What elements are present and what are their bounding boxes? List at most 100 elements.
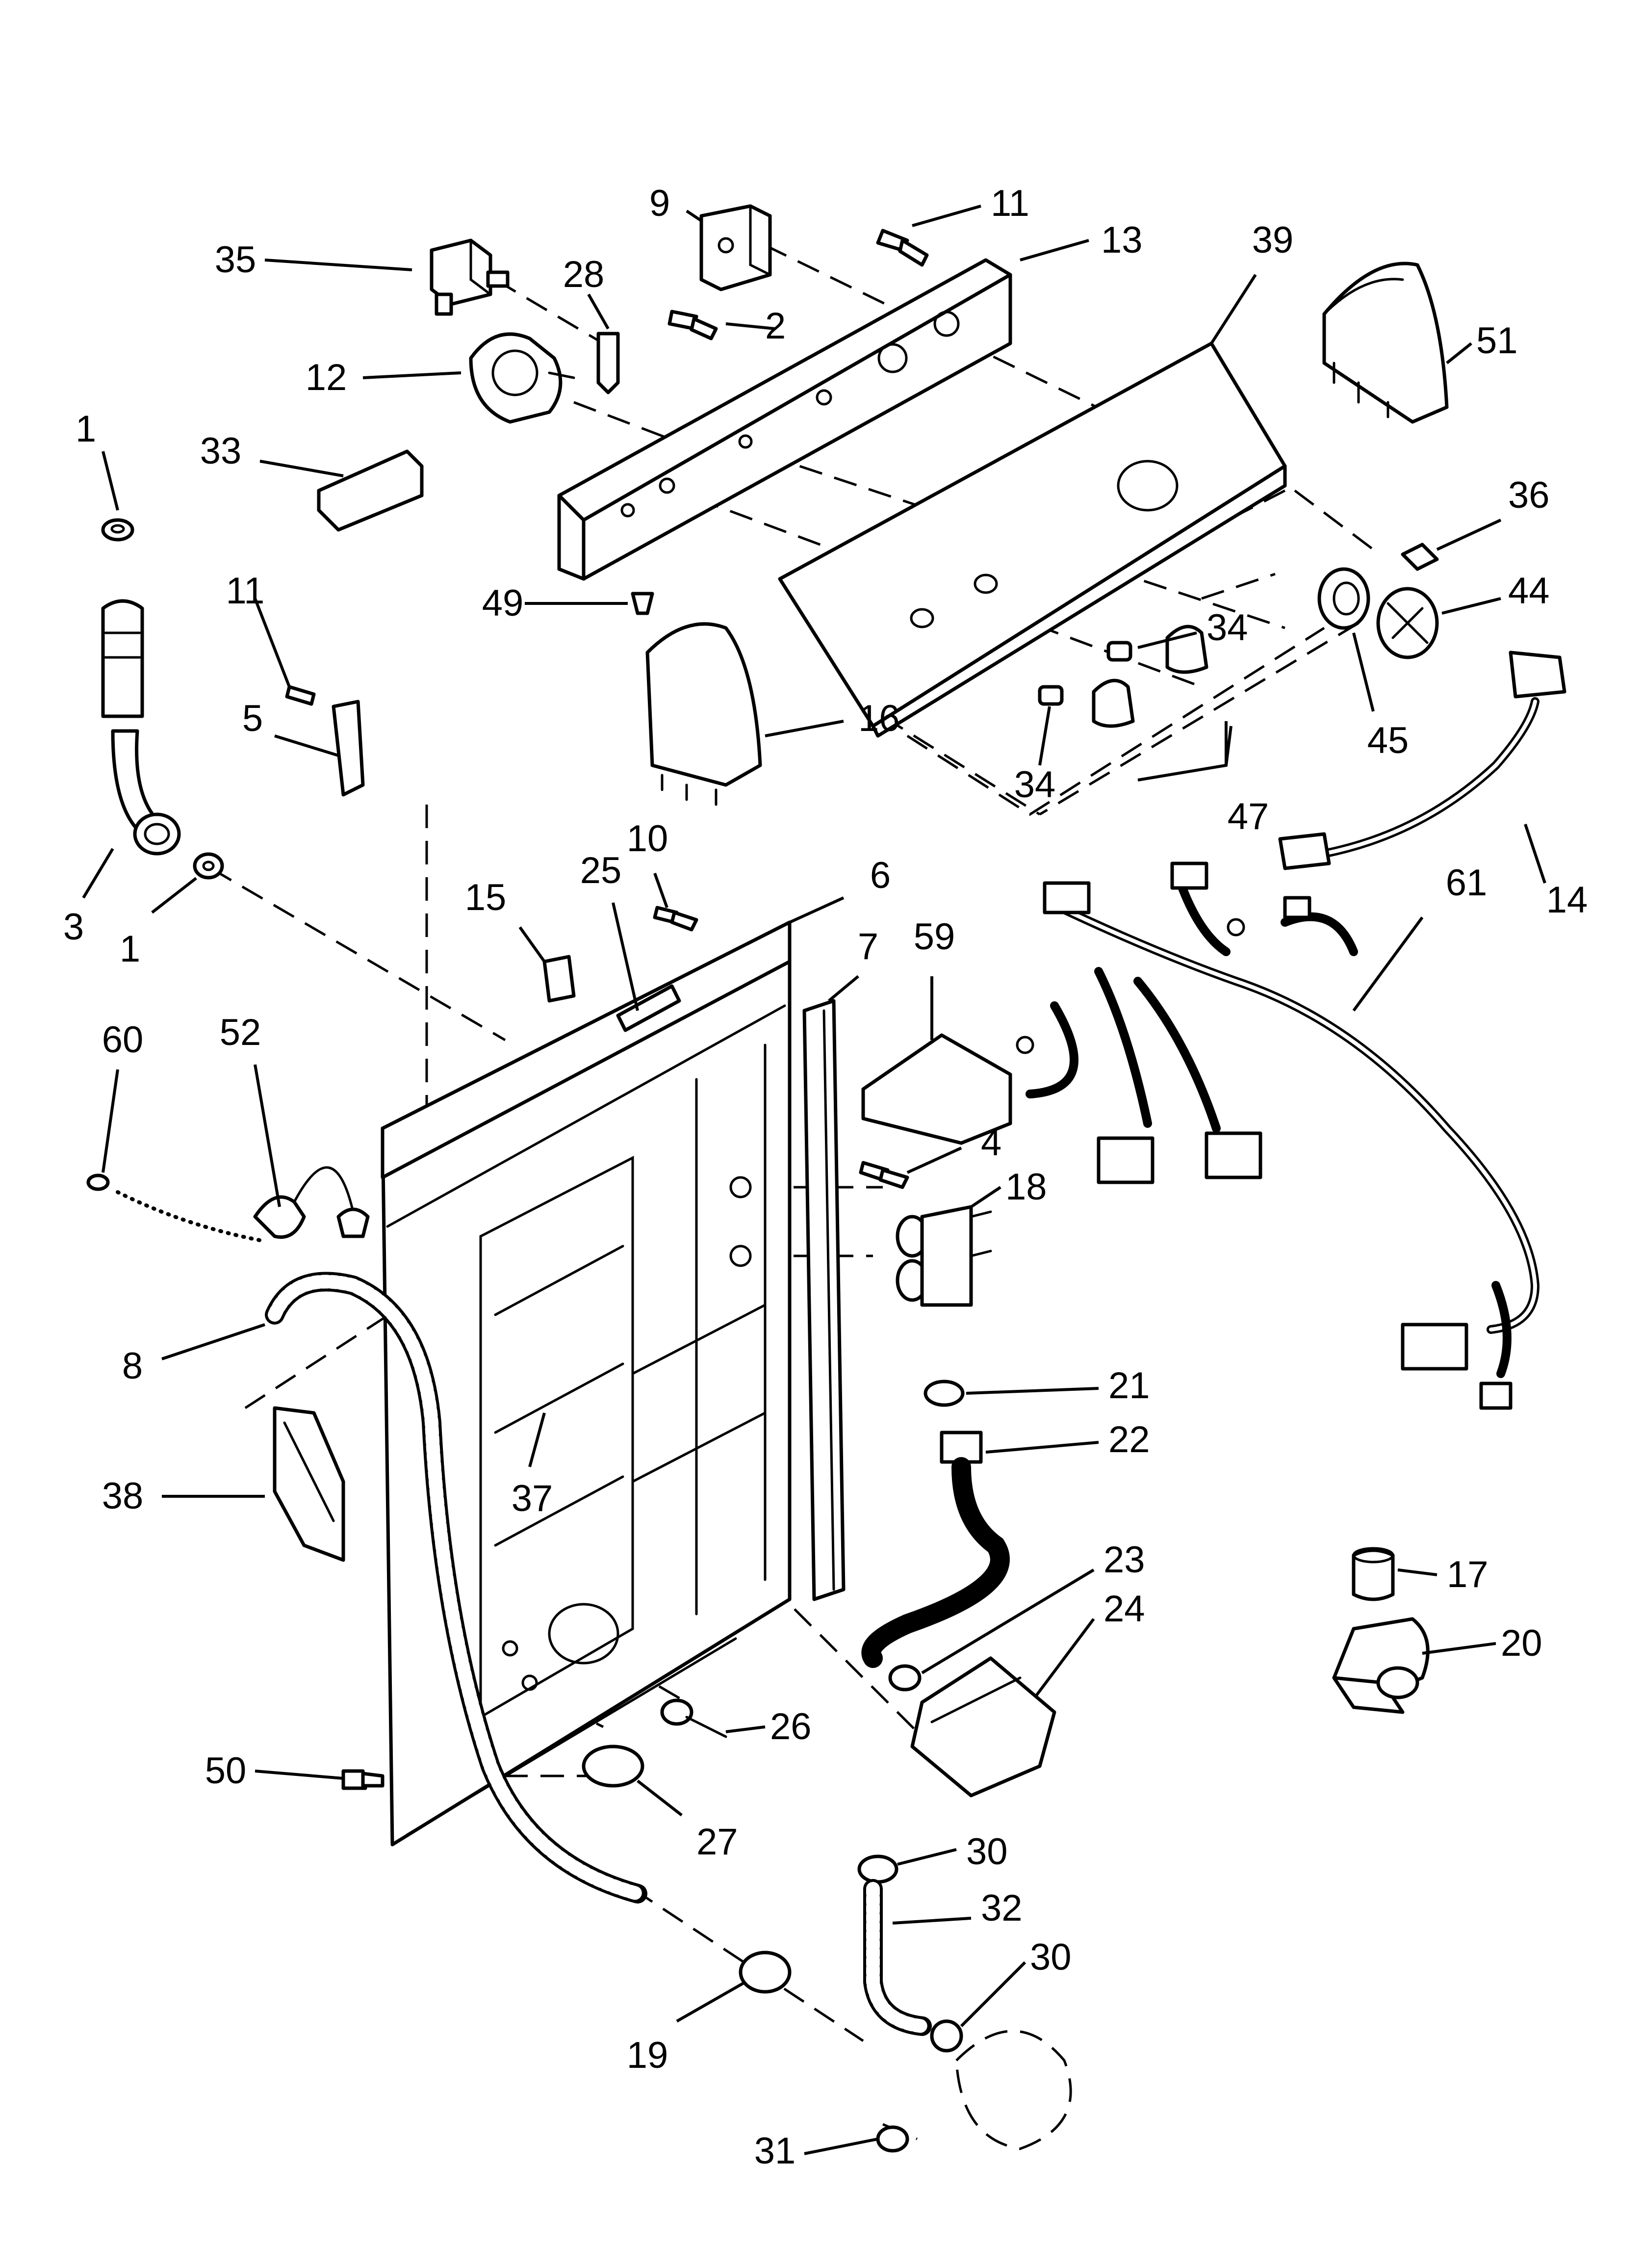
callout-51: 51 [1476,320,1518,362]
end-cap-16 [645,622,762,806]
screw-50 [341,1769,385,1790]
callout-8: 8 [122,1345,143,1387]
callout-31: 31 [754,2130,796,2172]
timer-12 [469,332,575,424]
callout-37: 37 [512,1478,553,1519]
callout-23: 23 [1103,1539,1145,1581]
callout-14: 14 [1546,879,1588,921]
clip-15 [542,955,576,1003]
callout-2: 2 [765,305,786,347]
callout-4: 4 [981,1122,1001,1164]
bezel-45 [1317,567,1370,630]
callout-7: 7 [858,926,878,967]
power-cord-14 [1278,651,1566,870]
callout-49: 49 [482,582,524,624]
screw-49 [631,592,654,615]
callout-9: 9 [649,182,670,224]
clamp-21 [924,1380,965,1407]
callout-30-bottom: 30 [1030,1936,1072,1978]
callout-34-lower: 34 [1014,764,1056,806]
callout-18: 18 [1005,1166,1047,1208]
harness-clip-52 [253,1166,370,1239]
callout-13: 13 [1101,219,1143,261]
callout-44: 44 [1508,570,1550,612]
bracket-33 [317,449,424,532]
callout-21: 21 [1108,1365,1150,1407]
callout-3: 3 [63,906,84,948]
callout-16: 16 [858,698,900,739]
washer-1-bottom [193,852,224,880]
callout-17: 17 [1447,1554,1488,1595]
screw-11-top [876,229,929,267]
screw-4 [859,1161,909,1189]
callout-20: 20 [1501,1622,1542,1664]
screw-2 [667,310,718,340]
inlet-hose-3 [101,599,181,856]
callout-32: 32 [981,1887,1023,1929]
pump-bracket-24 [910,1656,1056,1798]
clamp-27 [582,1745,644,1788]
callout-59: 59 [914,916,955,958]
drain-hose-8 [265,1272,647,1903]
clamp-23 [888,1664,922,1692]
rear-panel-6 [381,920,792,1847]
callout-34-upper: 34 [1206,607,1248,649]
clamp-30-bottom [930,2019,963,2053]
callout-10: 10 [627,818,668,860]
callout-52: 52 [220,1012,261,1053]
callout-36: 36 [1508,474,1550,516]
callout-1-bottom: 1 [120,928,140,970]
valve-18 [896,1205,992,1307]
leader-lines [82,205,1546,2155]
callout-30-top: 30 [966,1831,1008,1873]
bracket-5 [332,700,365,797]
washer-1-top [101,518,134,542]
callout-35: 35 [215,239,257,281]
capacitor-17 [1352,1547,1395,1601]
callout-5: 5 [242,698,263,739]
callout-39: 39 [1252,219,1294,261]
callout-19: 19 [627,2034,668,2076]
screw-11-left [285,685,316,706]
hose-32 [863,1879,932,2036]
callout-47: 47 [1228,796,1269,837]
callout-labels: 35 28 9 11 13 2 12 33 1 39 51 36 44 45 3… [63,182,1588,2172]
knob-set-34-47 [906,625,1325,816]
callout-24: 24 [1103,1588,1145,1630]
callout-33: 33 [200,430,242,472]
callout-45: 45 [1367,720,1409,761]
shield-59 [861,1033,1012,1145]
end-cap-51 [1322,261,1449,424]
hose-22 [861,1431,1010,1668]
callout-38: 38 [102,1475,144,1517]
callout-22: 22 [1108,1419,1150,1460]
strap-25 [616,984,681,1032]
callout-26: 26 [770,1706,812,1747]
callout-6: 6 [870,855,891,896]
switch-35 [430,238,510,316]
callout-15: 15 [465,877,507,918]
callout-12: 12 [306,357,347,398]
clamp-30-top [857,1854,898,1884]
callout-27: 27 [696,1821,738,1863]
callout-50: 50 [205,1750,247,1792]
washer-60 [86,1173,110,1191]
callout-11-left: 11 [226,570,265,612]
clamp-31 [876,2125,909,2153]
clip-28 [596,332,620,394]
callout-61: 61 [1446,862,1488,904]
callout-11-top: 11 [991,182,1029,224]
console-panel-39 [778,341,1287,738]
harness-61 [1016,861,1539,1410]
console-bracket-13 [557,258,1012,581]
board-9 [699,204,772,291]
plug-26 [660,1698,727,1738]
callout-1-top: 1 [76,408,96,450]
callout-28: 28 [563,254,605,295]
motor-20 [1332,1617,1430,1714]
knob-44 [1376,587,1439,659]
callout-25: 25 [580,850,622,891]
callout-60: 60 [102,1019,144,1061]
screw-36 [1401,543,1439,571]
